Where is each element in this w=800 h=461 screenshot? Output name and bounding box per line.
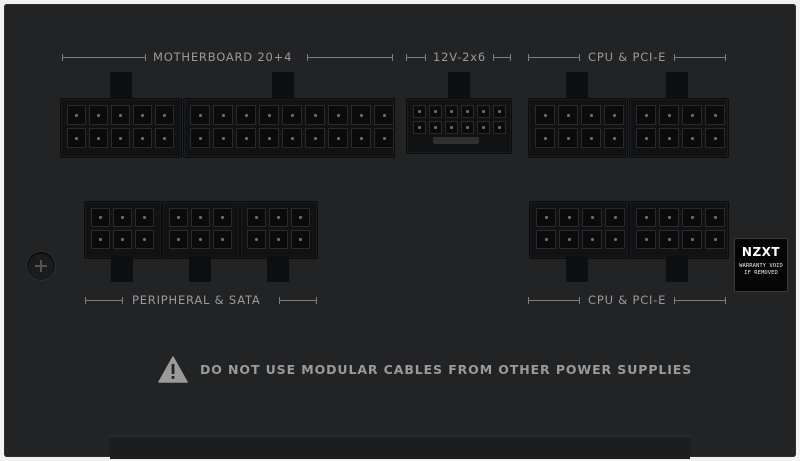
peripheral-sata-label: PERIPHERAL & SATA xyxy=(132,293,261,307)
twelve-v-label: 12V-2x6 xyxy=(433,50,487,64)
cpu-top-bracket-right xyxy=(674,54,726,61)
cpu-bottom-bracket-right xyxy=(674,297,726,304)
motherboard-latch-left xyxy=(110,72,132,100)
warranty-sticker: NZXT WARRANTY VOID IF REMOVED xyxy=(734,238,788,292)
warning-notice: DO NOT USE MODULAR CABLES FROM OTHER POW… xyxy=(158,356,692,383)
motherboard-label: MOTHERBOARD 20+4 xyxy=(153,50,293,64)
twelve-v-bracket-right xyxy=(493,54,511,61)
cpu-top-bracket-left xyxy=(528,54,580,61)
cpu-bottom-latch-2 xyxy=(666,256,688,282)
cpu-top-latch-right xyxy=(666,72,688,100)
cpu-bottom-bracket-left xyxy=(528,297,580,304)
twelve-v-latch xyxy=(448,72,470,100)
motherboard-bracket-left xyxy=(62,54,146,61)
cpu-pcie-bottom-socket-1[interactable] xyxy=(529,201,629,259)
sticker-line-1: WARRANTY VOID xyxy=(739,263,783,269)
cpu-pcie-top-label: CPU & PCI-E xyxy=(588,50,667,64)
cpu-bottom-latch-1 xyxy=(566,256,588,282)
sense-pins xyxy=(433,137,479,144)
twelve-v-2x6-socket[interactable] xyxy=(406,98,512,154)
nzxt-logo: NZXT xyxy=(741,245,781,259)
screw-icon xyxy=(27,252,55,280)
motherboard-bracket-right xyxy=(307,54,393,61)
cpu-pcie-bottom-label: CPU & PCI-E xyxy=(588,293,667,307)
peripheral-latch-3 xyxy=(267,256,289,282)
cpu-top-latch-left xyxy=(566,72,588,100)
peripheral-sata-socket-1[interactable] xyxy=(84,201,162,259)
bottom-rail xyxy=(110,435,690,459)
peripheral-latch-1 xyxy=(111,256,133,282)
motherboard-latch-right xyxy=(272,72,294,100)
peripheral-bracket-right xyxy=(279,297,317,304)
motherboard-4pin-socket[interactable] xyxy=(60,98,182,158)
peripheral-latch-2 xyxy=(189,256,211,282)
cpu-pcie-top-socket-1[interactable] xyxy=(528,98,628,158)
peripheral-sata-socket-3[interactable] xyxy=(240,201,318,259)
twelve-v-bracket-left xyxy=(406,54,426,61)
peripheral-sata-socket-2[interactable] xyxy=(162,201,240,259)
motherboard-20pin-socket[interactable] xyxy=(183,98,395,158)
cpu-pcie-top-socket-2[interactable] xyxy=(629,98,729,158)
warning-triangle-icon xyxy=(158,356,188,383)
cpu-pcie-bottom-socket-2[interactable] xyxy=(629,201,729,259)
sticker-line-2: IF REMOVED xyxy=(744,270,778,276)
warning-text: DO NOT USE MODULAR CABLES FROM OTHER POW… xyxy=(200,362,693,377)
peripheral-bracket-left xyxy=(85,297,123,304)
